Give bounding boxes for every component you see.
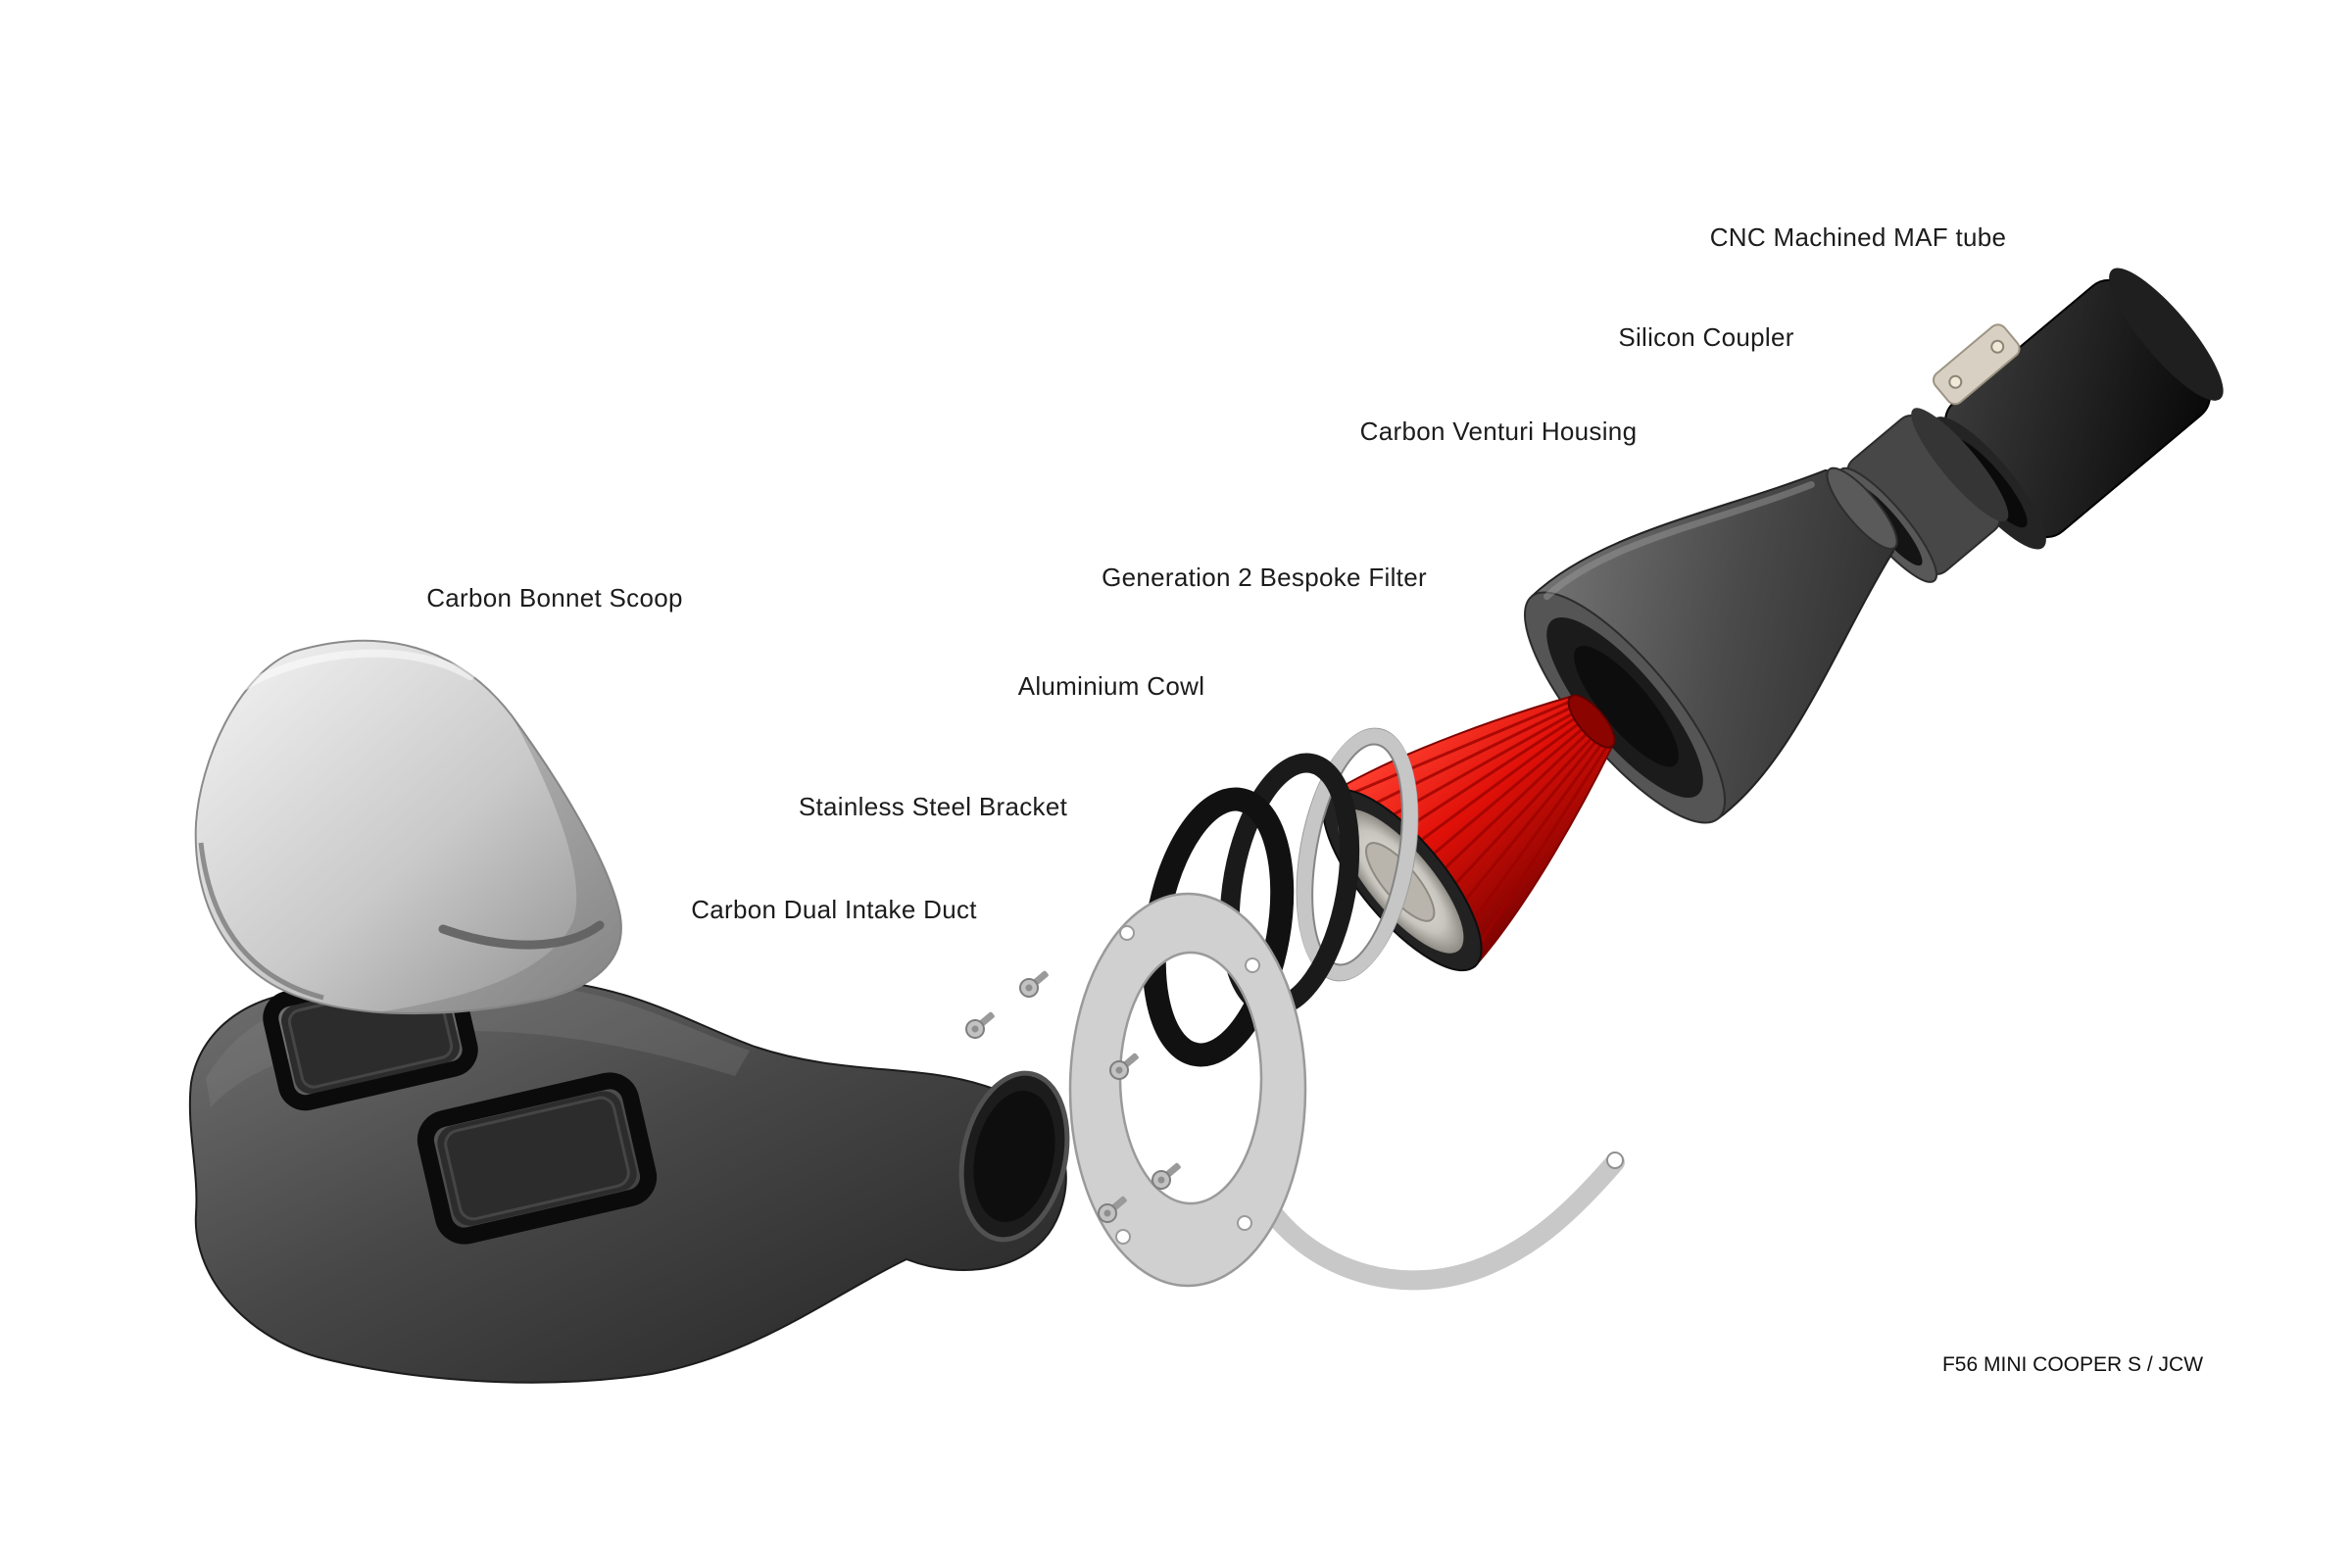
bonnet-scoop-part [194, 639, 622, 1015]
label-bonnet-scoop: Carbon Bonnet Scoop [426, 583, 683, 612]
label-silicon-coupler: Silicon Coupler [1618, 322, 1794, 352]
duct-port-2 [416, 1072, 658, 1245]
mounting-screws [965, 970, 1181, 1223]
label-steel-bracket: Stainless Steel Bracket [798, 792, 1068, 821]
maf-sensor-plate [1933, 323, 2021, 406]
label-cnc-maf-tube: CNC Machined MAF tube [1709, 222, 2007, 252]
filter-pleats [1338, 699, 1610, 957]
intake-duct-part [188, 956, 1070, 1384]
label-aluminium-cowl: Aluminium Cowl [1017, 671, 1205, 701]
model-designation-text: F56 MINI COOPER S / JCW [1941, 1353, 2204, 1376]
venturi-housing-part [1524, 466, 1898, 824]
label-bespoke-filter: Generation 2 Bespoke Filter [1102, 563, 1427, 592]
label-intake-duct: Carbon Dual Intake Duct [691, 895, 977, 924]
label-venturi-housing: Carbon Venturi Housing [1359, 416, 1638, 446]
aluminium-cowl-part [1296, 727, 1419, 982]
steel-bracket-part [1068, 892, 1625, 1291]
